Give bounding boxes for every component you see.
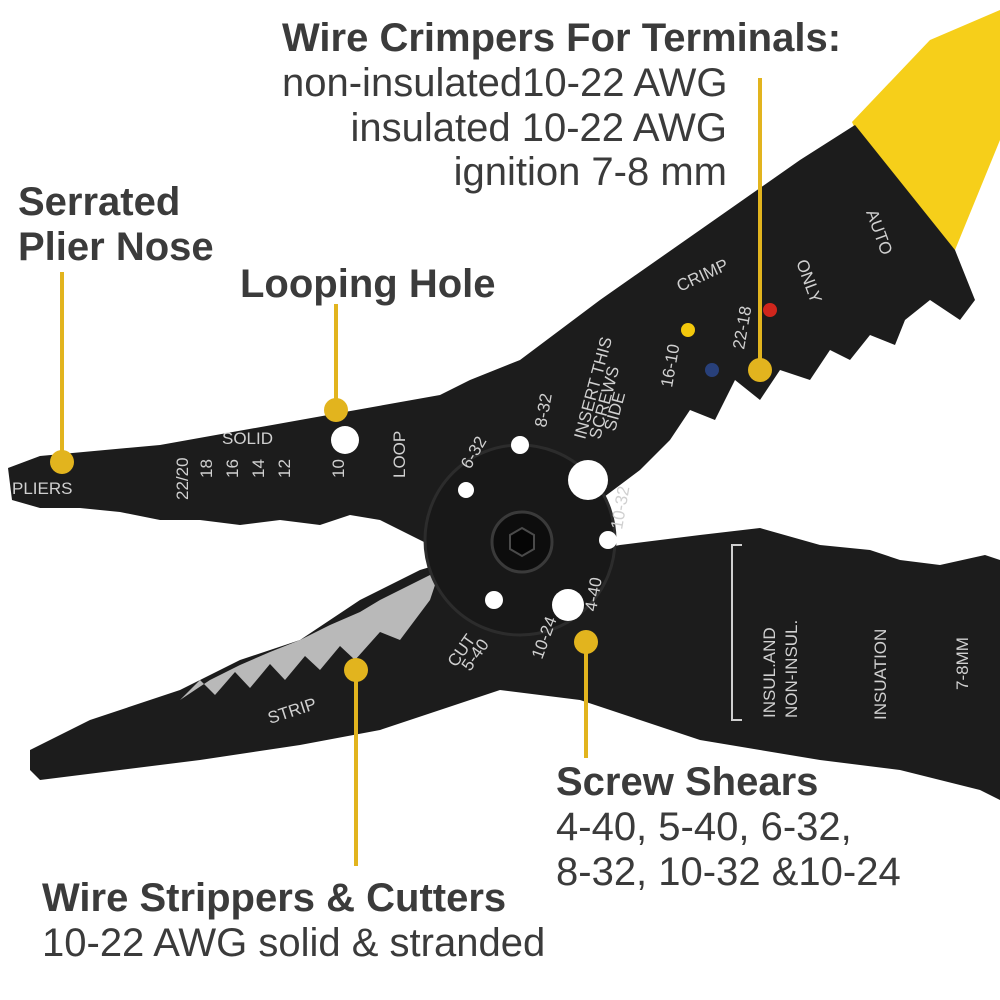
mark-insul-2: NON-INSUL. — [782, 620, 801, 718]
mark-insuation: INSUATION — [871, 629, 890, 720]
insul-bracket — [731, 544, 742, 721]
shear-hole-small — [599, 531, 617, 549]
callout-looping: Looping Hole — [240, 262, 496, 307]
shear-hole-10-24 — [485, 591, 503, 609]
crimp-dot-yellow — [681, 323, 695, 337]
mark-solid: SOLID — [222, 429, 273, 448]
looping-hole — [331, 426, 359, 454]
hex-socket — [509, 526, 535, 558]
callout-nose-line-2: Plier Nose — [18, 224, 214, 269]
callout-strippers: Wire Strippers & Cutters 10-22 AWG solid… — [42, 876, 545, 966]
marker-dot-crimpers — [748, 358, 772, 382]
marker-dot-nose — [50, 450, 74, 474]
callout-shears: Screw Shears 4-40, 5-40, 6-32, 8-32, 10-… — [556, 760, 901, 894]
callout-looping-title: Looping Hole — [240, 262, 496, 306]
mark-insul-1: INSUL.AND — [760, 627, 779, 718]
shear-hole-10-32 — [568, 460, 608, 500]
marker-dot-looping — [324, 398, 348, 422]
shear-hole-6-32 — [458, 482, 474, 498]
callout-shears-title: Screw Shears — [556, 760, 819, 804]
mark-gauge-22-20: 22/20 — [173, 457, 192, 500]
lower-jaw — [30, 528, 1000, 800]
callout-crimpers-line-2: insulated 10-22 AWG — [350, 105, 727, 150]
callout-strippers-title: Wire Strippers & Cutters — [42, 876, 507, 920]
marker-dot-strippers — [344, 658, 368, 682]
mark-pliers: PLIERS — [12, 479, 72, 498]
mark-7-8mm: 7-8MM — [953, 637, 972, 690]
shear-hole-4-40 — [552, 589, 584, 621]
mark-loop: LOOP — [390, 431, 409, 478]
marker-dot-shears — [574, 630, 598, 654]
callout-nose: Serrated Plier Nose — [18, 180, 214, 270]
strip-notches — [180, 570, 440, 700]
callout-strippers-line-1: 10-22 AWG solid & stranded — [42, 920, 546, 965]
mark-gauge-10: 10 — [329, 459, 348, 478]
callout-crimpers-line-1: non-insulated10-22 AWG — [282, 60, 728, 105]
mark-gauge-12: 12 — [275, 459, 294, 478]
crimp-dot-red — [763, 303, 777, 317]
mark-gauge-18: 18 — [197, 459, 216, 478]
callout-nose-line-1: Serrated — [18, 180, 181, 224]
mark-gauge-16: 16 — [223, 459, 242, 478]
mark-gauge-14: 14 — [249, 459, 268, 478]
shear-hole-8-32 — [511, 436, 529, 454]
callout-crimpers-line-3: ignition 7-8 mm — [453, 150, 727, 195]
callout-crimpers: Wire Crimpers For Terminals: non-insulat… — [282, 16, 841, 195]
callout-crimpers-title: Wire Crimpers For Terminals: — [282, 16, 842, 60]
callout-shears-line-2: 8-32, 10-32 &10-24 — [556, 849, 901, 894]
callout-shears-line-1: 4-40, 5-40, 6-32, — [556, 804, 852, 849]
upper-jaw — [8, 125, 975, 545]
crimp-dot-blue — [705, 363, 719, 377]
